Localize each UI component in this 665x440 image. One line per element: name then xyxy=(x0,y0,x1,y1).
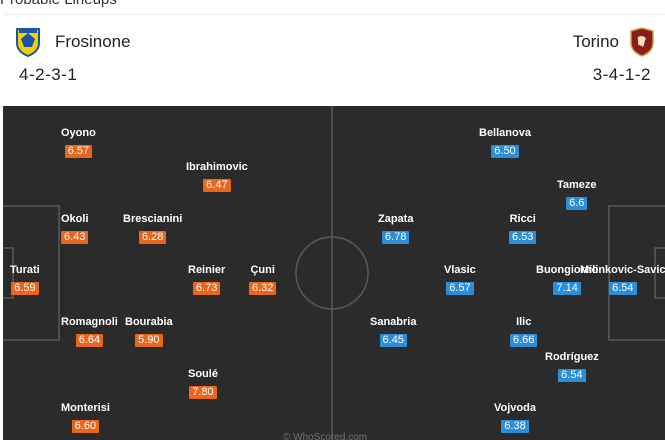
player-name: Reinier xyxy=(188,264,226,276)
home-player-romagnoli[interactable]: Romagnoli 6.64 xyxy=(61,316,118,347)
home-player-reinier[interactable]: Reinier 6.73 xyxy=(188,264,225,295)
home-team-name: Frosinone xyxy=(55,32,131,51)
player-name: Bourabia xyxy=(125,316,173,328)
player-rating: 6.50 xyxy=(491,145,519,158)
player-rating: 7.80 xyxy=(189,386,217,399)
torino-crest-icon xyxy=(630,27,654,57)
player-name: Ilic xyxy=(516,316,532,328)
player-rating: 6.64 xyxy=(75,334,104,347)
home-player-cuni[interactable]: Çuni 6.32 xyxy=(249,264,277,295)
away-player-buongiorno[interactable]: Buongiorno 7.14 xyxy=(536,264,598,295)
player-rating: 6.60 xyxy=(71,420,100,433)
player-rating: 6.57 xyxy=(64,145,93,158)
player-name: Buongiorno xyxy=(536,264,599,276)
player-name: Turati xyxy=(10,264,40,276)
home-formation: 4-2-3-1 xyxy=(19,65,78,84)
player-name: Bellanova xyxy=(479,127,531,139)
player-name: Sanabria xyxy=(370,316,417,328)
player-rating: 6.54 xyxy=(609,282,637,295)
player-name: Milinkovic-Savic xyxy=(580,264,665,276)
player-rating: 6.66 xyxy=(510,334,538,347)
player-rating: 6.59 xyxy=(11,282,39,295)
player-name: Ibrahimovic xyxy=(186,161,248,173)
away-player-zapata[interactable]: Zapata 6.78 xyxy=(378,213,413,244)
player-name: Brescianini xyxy=(123,213,183,225)
home-player-okoli[interactable]: Okoli 6.43 xyxy=(61,213,89,244)
player-name: Tameze xyxy=(557,179,597,191)
away-player-tameze[interactable]: Tameze 6.6 xyxy=(557,179,597,210)
pitch-markings xyxy=(3,106,665,440)
player-name: Rodríguez xyxy=(545,351,599,363)
home-player-ibrahimovic[interactable]: Ibrahimovic 6.47 xyxy=(186,161,248,192)
player-rating: 6.45 xyxy=(379,334,407,347)
player-name: Soulé xyxy=(188,368,218,380)
player-rating: 6.38 xyxy=(501,420,529,433)
player-rating: 6.57 xyxy=(446,282,474,295)
away-player-rodriguez[interactable]: Rodríguez 6.54 xyxy=(545,351,599,382)
player-name: Çuni xyxy=(250,264,275,276)
player-rating: 6.54 xyxy=(558,369,586,382)
away-player-vojvoda[interactable]: Vojvoda 6.38 xyxy=(494,402,536,433)
away-formation: 3-4-1-2 xyxy=(592,65,651,84)
away-team[interactable]: Torino xyxy=(573,27,655,57)
player-name: Monterisi xyxy=(61,402,110,414)
away-player-milinkovic-savic[interactable]: Milinkovic-Savic 6.54 xyxy=(580,264,665,295)
match-header: Frosinone 4-2-3-1 Torino 3-4-1-2 xyxy=(3,14,665,106)
away-player-bellanova[interactable]: Bellanova 6.50 xyxy=(479,127,531,158)
pitch: Oyono 6.57 Ibrahimovic 6.47 Okoli 6.43 B… xyxy=(3,106,665,440)
home-player-bourabia[interactable]: Bourabia 5.90 xyxy=(125,316,173,347)
home-player-brescianini[interactable]: Brescianini 6.28 xyxy=(123,213,182,244)
away-player-ilic[interactable]: Ilic 6.66 xyxy=(510,316,538,347)
player-rating: 6.73 xyxy=(192,282,221,295)
player-name: Oyono xyxy=(61,127,96,139)
player-rating: 6.47 xyxy=(203,179,231,192)
player-rating: 5.90 xyxy=(135,334,163,347)
player-name: Zapata xyxy=(378,213,414,225)
player-rating: 6.53 xyxy=(509,231,537,244)
player-rating: 6.6 xyxy=(566,197,588,210)
player-name: Romagnoli xyxy=(61,316,118,328)
player-rating: 6.43 xyxy=(61,231,89,244)
player-rating: 7.14 xyxy=(553,282,581,295)
away-player-ricci[interactable]: Ricci 6.53 xyxy=(509,213,537,244)
player-name: Vojvoda xyxy=(494,402,536,414)
away-team-name: Torino xyxy=(572,32,619,51)
home-player-oyono[interactable]: Oyono 6.57 xyxy=(61,127,96,158)
away-player-sanabria[interactable]: Sanabria 6.45 xyxy=(370,316,416,347)
home-player-soule[interactable]: Soulé 7.80 xyxy=(188,368,218,399)
player-name: Ricci xyxy=(509,213,536,225)
watermark: © WhoScored.com xyxy=(283,432,368,440)
player-rating: 6.78 xyxy=(382,231,410,244)
player-name: Vlasic xyxy=(444,264,476,276)
section-title: Probable Lineups xyxy=(0,0,117,8)
player-rating: 6.32 xyxy=(249,282,277,295)
home-player-monterisi[interactable]: Monterisi 6.60 xyxy=(61,402,110,433)
player-rating: 6.28 xyxy=(138,231,167,244)
home-team[interactable]: Frosinone xyxy=(15,27,131,57)
away-player-vlasic[interactable]: Vlasic 6.57 xyxy=(444,264,476,295)
frosinone-crest-icon xyxy=(16,28,40,57)
home-player-turati[interactable]: Turati 6.59 xyxy=(10,264,40,295)
player-name: Okoli xyxy=(61,213,89,225)
